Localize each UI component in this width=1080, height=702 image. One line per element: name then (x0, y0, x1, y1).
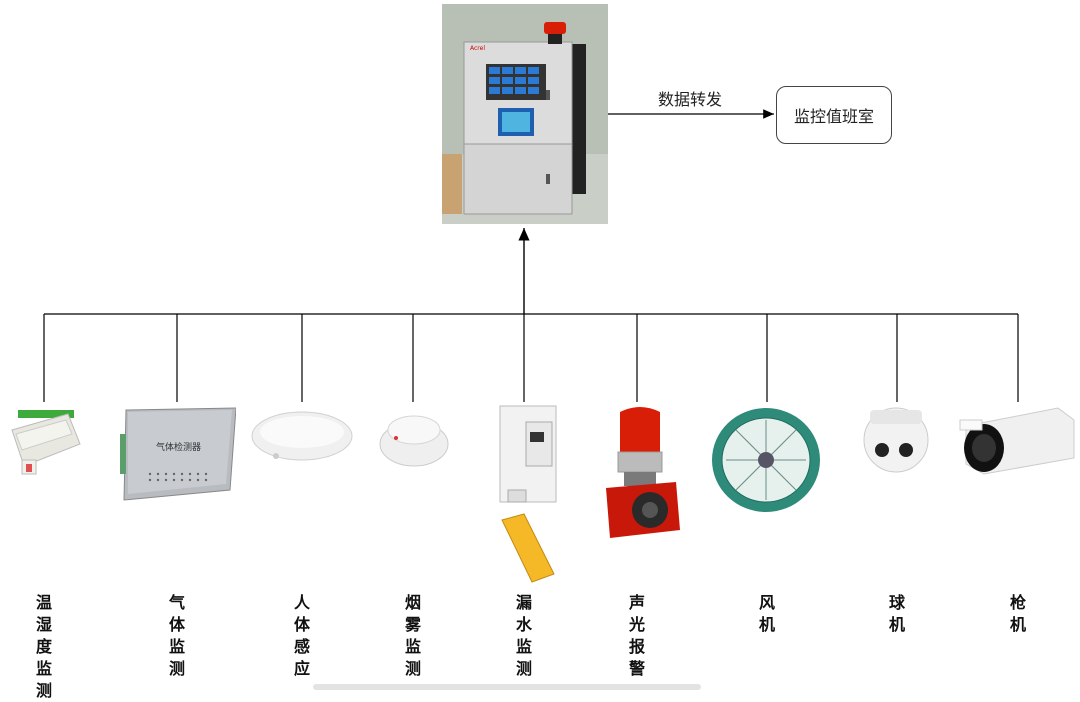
horizontal-scrollbar[interactable] (313, 684, 701, 690)
svg-text:Acrel: Acrel (470, 45, 485, 52)
monitoring-cabinet-image: Acrel (442, 4, 608, 224)
alarm-siren-icon (606, 407, 680, 538)
monitoring-room-node: 监控值班室 (776, 86, 892, 144)
monitoring-room-label: 监控值班室 (793, 107, 874, 126)
device-label-3: 人体感应 (293, 593, 310, 678)
svg-text:气体检测器: 气体检测器 (156, 441, 201, 453)
data-forward-label: 数据转发 (658, 90, 723, 109)
device-label-6: 声光报警 (628, 593, 645, 678)
humidity-sensor-icon (11, 410, 81, 475)
device-label-9: 枪机 (1009, 593, 1026, 634)
device-label-8: 球机 (888, 593, 905, 634)
device-label-2: 气体监测 (168, 593, 185, 678)
motion-sensor-icon (251, 411, 353, 461)
device-label-1: 温湿度监测 (35, 593, 52, 700)
dome-camera-icon (863, 407, 929, 473)
device-label-7: 风机 (758, 593, 775, 634)
device-label-4: 烟雾监测 (404, 593, 421, 678)
smoke-detector-icon (379, 415, 449, 467)
bullet-camera-icon (959, 407, 1075, 475)
device-label-5: 漏水监测 (515, 593, 532, 678)
gas-detector-icon: 气体检测器 (120, 407, 236, 501)
water-leak-sensor-icon (499, 405, 557, 583)
fan-icon (712, 408, 820, 512)
